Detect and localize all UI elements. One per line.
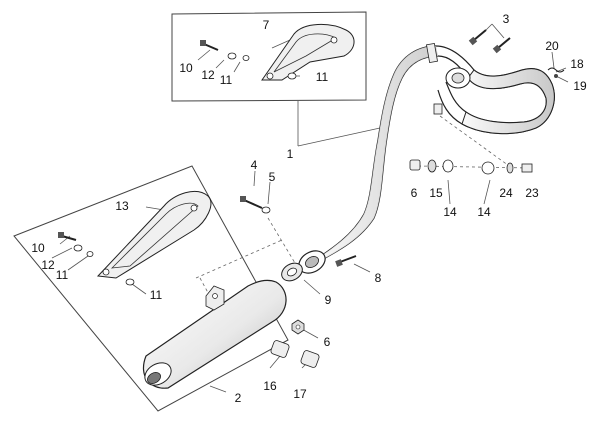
callout-label: 18 [570,57,584,71]
callout-label: 11 [315,70,329,84]
heat-shield-lower-part [96,191,212,279]
callout-label: 10 [31,241,45,255]
callout-label: 4 [250,158,258,172]
screw-washer-part [240,196,271,214]
callout-label: 17 [293,387,307,401]
upper-screw-set-part [200,40,297,80]
lower-detail-frame [13,165,289,412]
callout-label: 14 [443,205,457,219]
callout-label: 12 [201,68,215,82]
callout-label: 10 [179,61,193,75]
lower-bushings-part [270,319,320,368]
callout-label: 11 [55,268,69,282]
callout-label: 5 [268,170,276,184]
callout-label: 6 [323,335,331,349]
heat-shield-upper-part [261,24,355,81]
callout-label: 15 [429,186,443,200]
callout-label: 2 [234,391,242,405]
callout-label: 1 [286,147,294,161]
bolt-part [335,255,357,267]
gasket-part [281,262,303,282]
callout-label: 11 [149,288,163,302]
callout-label: 6 [410,186,418,200]
callout-label: 3 [502,12,510,26]
callout-label: 23 [525,186,539,200]
spring-clip-part [547,67,565,78]
silencer-part [142,279,287,389]
callout-label: 20 [545,39,559,53]
callout-label: 11 [219,73,233,87]
callout-label: 14 [477,205,491,219]
callout-label: 9 [324,293,332,307]
callout-label: 19 [573,79,587,93]
exhaust-pipe-part [298,42,555,274]
callout-label: 24 [499,186,513,200]
callout-label: 16 [263,379,277,393]
fastener-row-part [409,159,533,175]
callout-label: 8 [374,271,382,285]
bolts-part [468,29,511,54]
lower-screw-set-part [58,232,135,286]
callout-label: 7 [262,18,270,32]
upper-detail-frame [171,11,367,102]
callout-label: 12 [41,258,55,272]
callout-label: 13 [115,199,129,213]
